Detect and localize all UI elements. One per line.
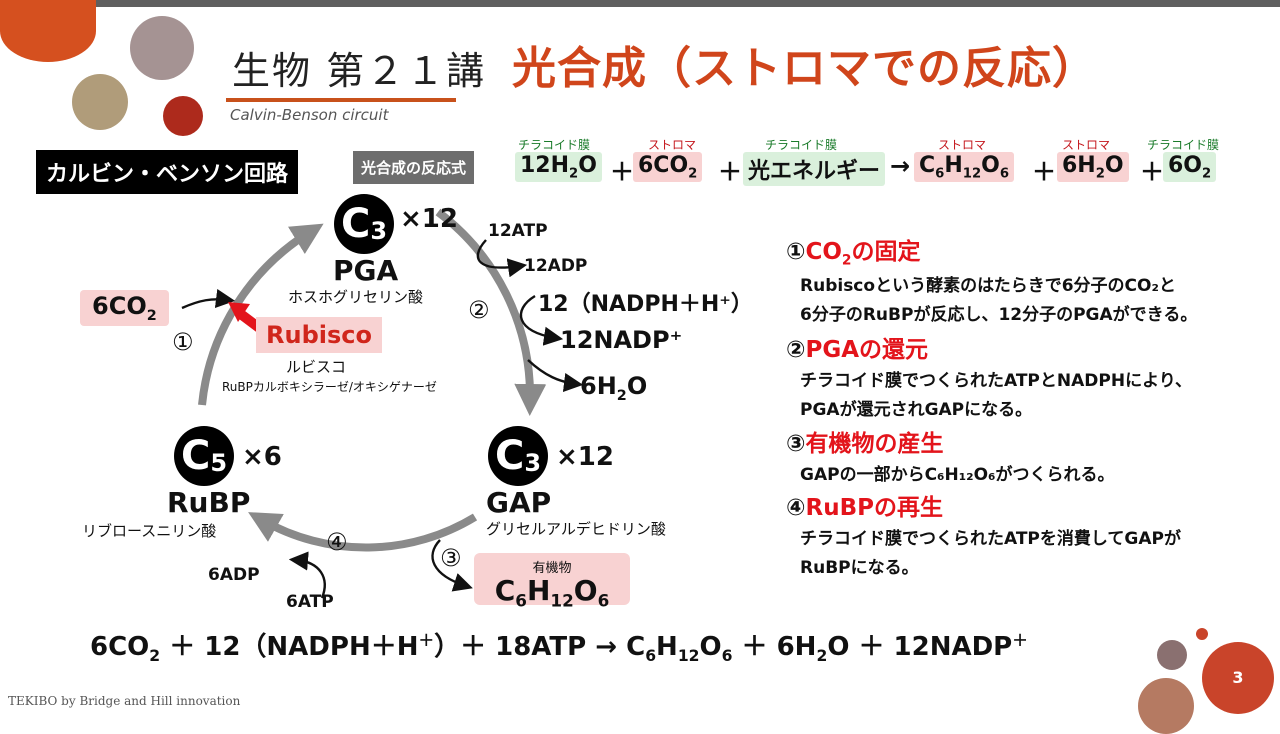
step-2-heading: ②PGAの還元 — [786, 337, 929, 363]
subtitle: Calvin-Benson circuit — [230, 106, 389, 124]
pga-name: PGA — [333, 254, 399, 287]
eq-term-oxygen: 6O2 — [1163, 152, 1217, 183]
pga-multiplier: ×12 — [400, 204, 458, 234]
step-4-text-2: RuBPになる。 — [800, 558, 919, 578]
nadp-12: 12NADP⁺ — [560, 326, 683, 354]
nadph-12: 12（NADPH＋H⁺） — [538, 292, 753, 317]
decor-circle-footer-3 — [1196, 628, 1208, 640]
atp-6: 6ATP — [286, 592, 334, 612]
decor-circle-footer-1 — [1157, 640, 1187, 670]
step-2-text-1: チラコイド膜でつくられたATPとNADPHにより、 — [800, 371, 1193, 391]
gap-carbon-badge: C3 — [488, 426, 548, 486]
title-underline — [226, 98, 456, 102]
step-3-heading: ③有機物の産生 — [786, 431, 944, 457]
step-2-text-2: PGAが還元されGAPになる。 — [800, 400, 1033, 420]
eq-plus: ＋ — [718, 158, 742, 186]
cycle-label: カルビン・ベンソン回路 — [36, 150, 299, 194]
rubp-carbon-badge: C5 — [174, 426, 234, 486]
caption-thylakoid-1: チラコイド膜 — [518, 138, 591, 152]
eq-term-light: 光エネルギー — [743, 152, 886, 186]
step-4-heading: ④RuBPの再生 — [786, 495, 943, 521]
gap-name: GAP — [486, 486, 552, 519]
caption-stroma-2: ストロマ — [938, 138, 987, 152]
step-3: ③有機物の産生 GAPの一部からC₆H₁₂O₆がつくられる。 — [786, 424, 1115, 485]
caption-stroma-3: ストロマ — [1062, 138, 1111, 152]
eq-term-glucose: C6H12O6 — [914, 152, 1015, 183]
step-marker-3: ③ — [440, 544, 462, 572]
adp-12: 12ADP — [524, 256, 588, 276]
product-label: 有機物 — [532, 561, 572, 576]
eq-plus: ＋ — [1032, 158, 1056, 186]
decor-circle-tan — [72, 74, 128, 130]
step-3-text-1: GAPの一部からC₆H₁₂O₆がつくられる。 — [800, 465, 1115, 485]
page-number: 3 — [1202, 642, 1274, 714]
decor-circle-gray — [130, 16, 194, 80]
footer-credit: TEKIBO by Bridge and Hill innovation — [8, 694, 241, 708]
water-6: 6H2O — [580, 372, 648, 404]
rubp-jp-name: リブロースニリン酸 — [82, 522, 217, 540]
step-marker-4: ④ — [326, 528, 348, 556]
eq-term-water-product: 6H2O — [1057, 152, 1129, 183]
eq-plus: ＋ — [610, 158, 634, 186]
product-box: 有機物 C6H12O6 — [474, 553, 630, 611]
rubisco-full-name: RuBPカルボキシラーゼ/オキシゲナーゼ — [222, 380, 437, 394]
decor-circle-red — [163, 96, 203, 136]
caption-thylakoid-3: チラコイド膜 — [1147, 138, 1220, 152]
product-formula: C6H12O6 — [494, 574, 610, 611]
lecture-title: 生物 第２１講 — [232, 49, 487, 93]
decor-circle-orange — [0, 0, 96, 62]
step-1-heading: ①CO2の固定 — [786, 239, 921, 269]
decor-circle-footer-2 — [1138, 678, 1194, 734]
rubp-multiplier: ×6 — [242, 442, 282, 472]
topic-title: 光合成（ストロマでの反応） — [512, 43, 1097, 94]
caption-stroma-1: ストロマ — [648, 138, 697, 152]
step-4-text-1: チラコイド膜でつくられたATPを消費してGAPが — [800, 529, 1181, 549]
equation-label: 光合成の反応式 — [353, 151, 475, 184]
eq-plus: ＋ — [1140, 158, 1164, 186]
step-2: ②PGAの還元 チラコイド膜でつくられたATPとNADPHにより、 PGAが還元… — [786, 330, 1192, 420]
eq-term-water: 12H2O — [515, 152, 602, 183]
step-1-text-1: Rubiscoという酵素のはたらきで6分子のCO₂と — [800, 275, 1176, 296]
step-marker-2: ② — [468, 296, 490, 324]
step-4: ④RuBPの再生 チラコイド膜でつくられたATPを消費してGAPが RuBPにな… — [786, 488, 1181, 578]
gap-multiplier: ×12 — [556, 442, 614, 472]
step-1-text-2: 6分子のRuBPが反応し、12分子のPGAができる。 — [800, 304, 1198, 325]
rubp-name: RuBP — [167, 486, 251, 519]
eq-term-co2: 6CO2 — [633, 152, 703, 183]
rubisco-jp: ルビスコ — [286, 358, 347, 376]
gap-jp-name: グリセルアルデヒドリン酸 — [486, 520, 666, 538]
top-bar — [0, 0, 1280, 7]
overall-equation: 6CO2 ＋ 12（NADPH＋H＋）＋ 18ATP → C6H12O6 ＋ 6… — [90, 631, 1028, 666]
eq-arrow: → — [890, 152, 911, 180]
atp-12: 12ATP — [488, 221, 548, 241]
adp-6: 6ADP — [208, 565, 260, 585]
co2-input-box: 6CO2 — [80, 290, 169, 326]
pga-jp-name: ホスホグリセリン酸 — [288, 288, 424, 306]
caption-thylakoid-2: チラコイド膜 — [765, 138, 838, 152]
rubisco-box: Rubisco — [256, 317, 382, 353]
step-marker-1: ① — [172, 328, 194, 356]
pga-carbon-badge: C3 — [334, 194, 394, 254]
step-1: ①CO2の固定 Rubiscoという酵素のはたらきで6分子のCO₂と 6分子のR… — [786, 232, 1197, 325]
